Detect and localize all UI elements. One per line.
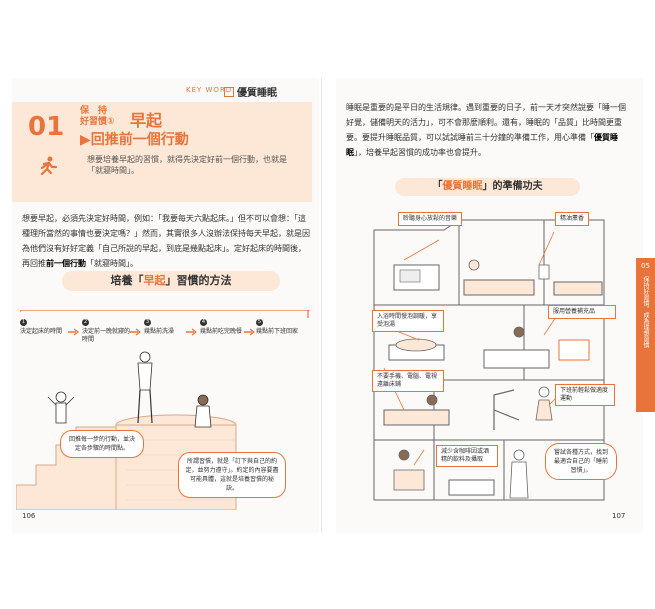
step-item: 5 幾點前下班回家 [256, 318, 308, 336]
speech-bubble: 回推每一步的行動，並決定各步驟的時間點。 [60, 430, 144, 458]
page-subtitle: ▶回推前一個行動 [80, 132, 189, 148]
callout-label: 聆聽身心放鬆的音樂 [398, 212, 463, 226]
callout-label: 下班前輕鬆做適度運動 [555, 384, 615, 406]
left-para-bold: 前一個行動 [46, 259, 86, 268]
left-body-text: 想要早起，必須先決定好時間，例如：「我要每天六點起床。」但不可以會想：「這種理所… [22, 211, 310, 271]
right-para-a: 睡眠是重要的是平日的生活規律。遇到重要的日子，前一天才突然說要「睡一個好覺，儲備… [346, 103, 626, 142]
step-label: 決定前一晚就寢的時間 [82, 328, 131, 343]
step-label: 幾點前吃完晚餐 [200, 328, 243, 335]
right-para-b: 」，培養早起習慣的成功率也會提升。 [354, 148, 486, 157]
steps-arrow-line [20, 310, 310, 336]
pill-suffix: 」的準備功夫 [482, 181, 543, 192]
pill-highlight: 優質睡眠 [442, 181, 483, 192]
keyword-label: KEY WORD [186, 86, 233, 94]
section-highlight: 早起 [143, 274, 166, 287]
page-gutter [321, 78, 322, 533]
steps-flow: 1 決定起床的時間 2 決定前一晚就寢的時間 3 幾點前洗澡 4 幾點前吃完晚餐 5 幾點… [20, 318, 312, 344]
right-body-text: 睡眠是重要的是平日的生活規律。遇到重要的日子，前一天才突然說要「睡一個好覺，儲備… [346, 100, 631, 160]
page-number: 107 [612, 512, 626, 520]
left-para-2: 「就寢時間」。 [86, 259, 138, 268]
keyword-title: 優質睡眠 [224, 84, 277, 99]
right-para-bold: 優質睡眠 [346, 133, 618, 157]
step-label: 幾點前洗澡 [144, 328, 175, 335]
tab-number: 05 [641, 262, 650, 270]
section-suffix: 」習慣的方法 [165, 274, 232, 287]
callout-label: 精油薰香 [555, 212, 590, 226]
speech-bubble: 嘗試各種方式，找到最適合自己的「睡前習慣」。 [545, 443, 617, 480]
tab-text: 保持好習慣，成為理想習慣 [642, 276, 649, 348]
heading-note: 想要培養早起的習慣，就得先決定好前一個行動，也就是「就寢時間」。 [87, 155, 287, 175]
step-label: 決定起床的時間 [20, 328, 63, 335]
section-heading: 「優質睡眠」的準備功夫 [395, 178, 580, 196]
callout-label: 服用營養補充品 [548, 305, 616, 319]
callout-label: 入浴時間慢泡調暖，享受泡湯 [372, 310, 444, 332]
step-number: 2 [82, 319, 89, 326]
heading-block [12, 102, 312, 202]
page-title: 早起 [130, 111, 163, 130]
speech-bubble: 所謂習慣，就是「訂下與自己的約定，並努力遵守」。約定的內容要盡可能具體，這就是培… [178, 452, 286, 498]
chapter-tab[interactable]: 05 保持好習慣，成為理想習慣 [636, 258, 655, 412]
chapter-number: 01 [28, 112, 65, 142]
keyword-text: 優質睡眠 [237, 88, 277, 99]
page-number: 106 [22, 512, 36, 520]
section-heading: 培養「早起」習慣的方法 [62, 271, 280, 291]
callout-label: 減少含咖啡因或酒精的飲料及攝取 [436, 445, 498, 467]
section-prefix: 培養「 [110, 274, 144, 287]
keep-label: 保 持好習慣① [80, 106, 115, 128]
checkbox-icon [224, 87, 234, 97]
pill-prefix: 「 [432, 181, 443, 192]
step-number: 3 [144, 319, 151, 326]
callout-label: 不要手機、電腦、電視遠離床鋪 [372, 370, 444, 392]
left-para-1: 想要早起，必須先決定好時間，例如：「我要每天六點起床。」但不可以會想：「這種理所… [22, 214, 310, 268]
step-number: 1 [20, 319, 27, 326]
runner-icon [40, 156, 58, 176]
step-item: 2 決定前一晚就寢的時間 [82, 318, 134, 344]
step-item: 4 幾點前吃完晚餐 [200, 318, 250, 336]
step-number: 4 [200, 319, 207, 326]
step-item: 1 決定起床的時間 [20, 318, 72, 336]
step-number: 5 [256, 319, 263, 326]
step-label: 幾點前下班回家 [256, 328, 299, 335]
step-item: 3 幾點前洗澡 [144, 318, 196, 336]
keep-line-2: 好習慣① [80, 117, 115, 127]
keep-line-1: 保 持 [80, 106, 108, 116]
